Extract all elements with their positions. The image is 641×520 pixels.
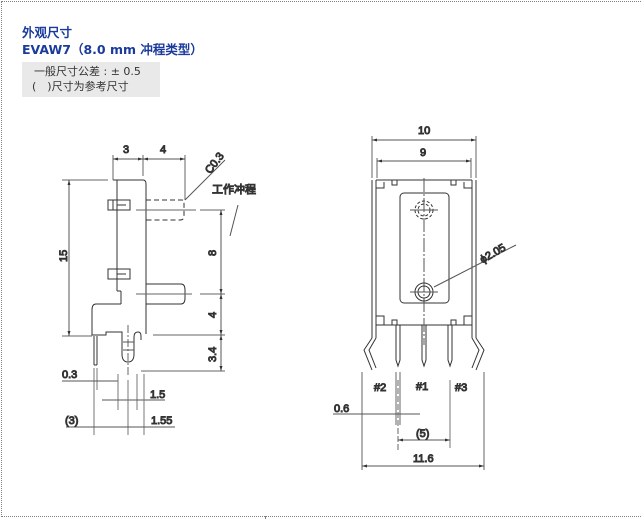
dim-8-label: 8 bbox=[207, 250, 219, 256]
dim-top-width bbox=[112, 155, 186, 200]
dim-4-lower-label: 4 bbox=[207, 312, 219, 318]
dim-4-label: 4 bbox=[160, 144, 166, 156]
dim-9-label: 9 bbox=[420, 147, 426, 159]
dim-0-3-label: 0.3 bbox=[62, 369, 77, 381]
dim-front-bottom bbox=[333, 372, 485, 470]
hole-diameter-label: ϕ2.05 bbox=[478, 242, 508, 266]
dim-ref-3-label: (3) bbox=[65, 415, 78, 427]
pin-2-label: #2 bbox=[374, 382, 386, 394]
dim-1-55-label: 1.55 bbox=[151, 415, 172, 427]
chamfer-leader bbox=[184, 159, 226, 201]
model-title: EVAW7（8.0 mm 冲程类型） bbox=[22, 42, 203, 57]
section-title: 外观尺寸 bbox=[22, 25, 73, 40]
stroke-leader bbox=[229, 204, 239, 237]
pin-1-label: #1 bbox=[416, 381, 428, 393]
tolerance-note: 一般尺寸公差 : ± 0.5 bbox=[34, 65, 141, 78]
dim-3-4-label: 3.4 bbox=[207, 347, 219, 362]
dim-0-6-label: 0.6 bbox=[334, 403, 349, 415]
actuator-front bbox=[410, 178, 438, 345]
actuator-retracted bbox=[136, 283, 192, 305]
dim-front-widths bbox=[371, 136, 477, 178]
housing-outline bbox=[91, 179, 147, 363]
dim-11-6-label: 11.6 bbox=[413, 453, 434, 465]
border-left bbox=[1, 1, 2, 517]
terminal-pin bbox=[93, 336, 98, 366]
border-top bbox=[1, 1, 641, 2]
stroke-label: 工作冲程 bbox=[212, 182, 256, 196]
dim-bottom bbox=[62, 368, 175, 435]
pin-3-label: #3 bbox=[455, 382, 467, 394]
dim-3-label: 3 bbox=[123, 144, 129, 156]
dim-pitch-label: (5) bbox=[416, 428, 429, 440]
hole-leader bbox=[433, 244, 517, 288]
dim-right-vertical bbox=[141, 209, 225, 372]
border-tick bbox=[265, 516, 266, 519]
border-bottom bbox=[1, 516, 641, 517]
dim-10-label: 10 bbox=[418, 125, 430, 137]
reference-note: ( )尺寸为参考尺寸 bbox=[32, 80, 129, 93]
dim-1-5-label: 1.5 bbox=[150, 389, 165, 401]
dim-15-label: 15 bbox=[58, 250, 70, 262]
dim-height-total bbox=[62, 179, 108, 337]
tolerance-note-box: 一般尺寸公差 : ± 0.5 ( )尺寸为参考尺寸 bbox=[22, 62, 160, 97]
pins-front bbox=[363, 325, 485, 371]
actuator-extended bbox=[136, 199, 196, 221]
